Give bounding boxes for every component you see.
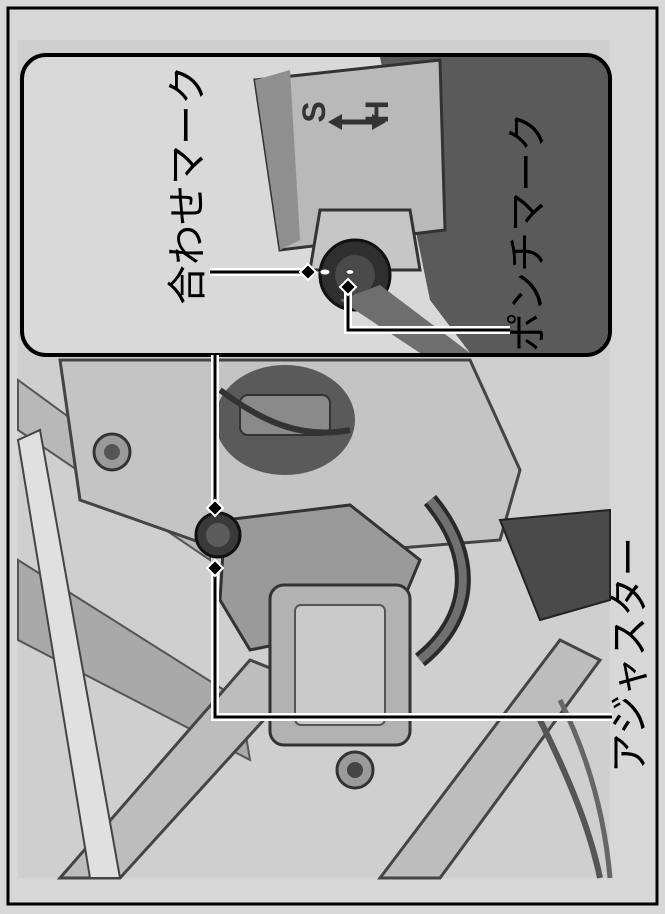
outer-frame <box>6 6 659 906</box>
leader-pointers <box>205 262 358 578</box>
knob-mark-soft: S <box>296 101 332 122</box>
punch-mark-pointer <box>338 277 358 297</box>
inset-connector-pointer <box>205 498 225 518</box>
label-alignment-mark: 合わせマーク <box>165 65 211 305</box>
label-punch-mark: ポンチマーク <box>505 112 551 352</box>
adjuster-pointer <box>205 558 225 578</box>
label-adjuster: アジャスター <box>607 537 653 773</box>
knob-mark-hard: H <box>359 100 395 123</box>
closeup-inset: S H <box>20 53 612 357</box>
alignment-mark-pointer <box>298 262 318 282</box>
leader-lines <box>210 268 612 721</box>
